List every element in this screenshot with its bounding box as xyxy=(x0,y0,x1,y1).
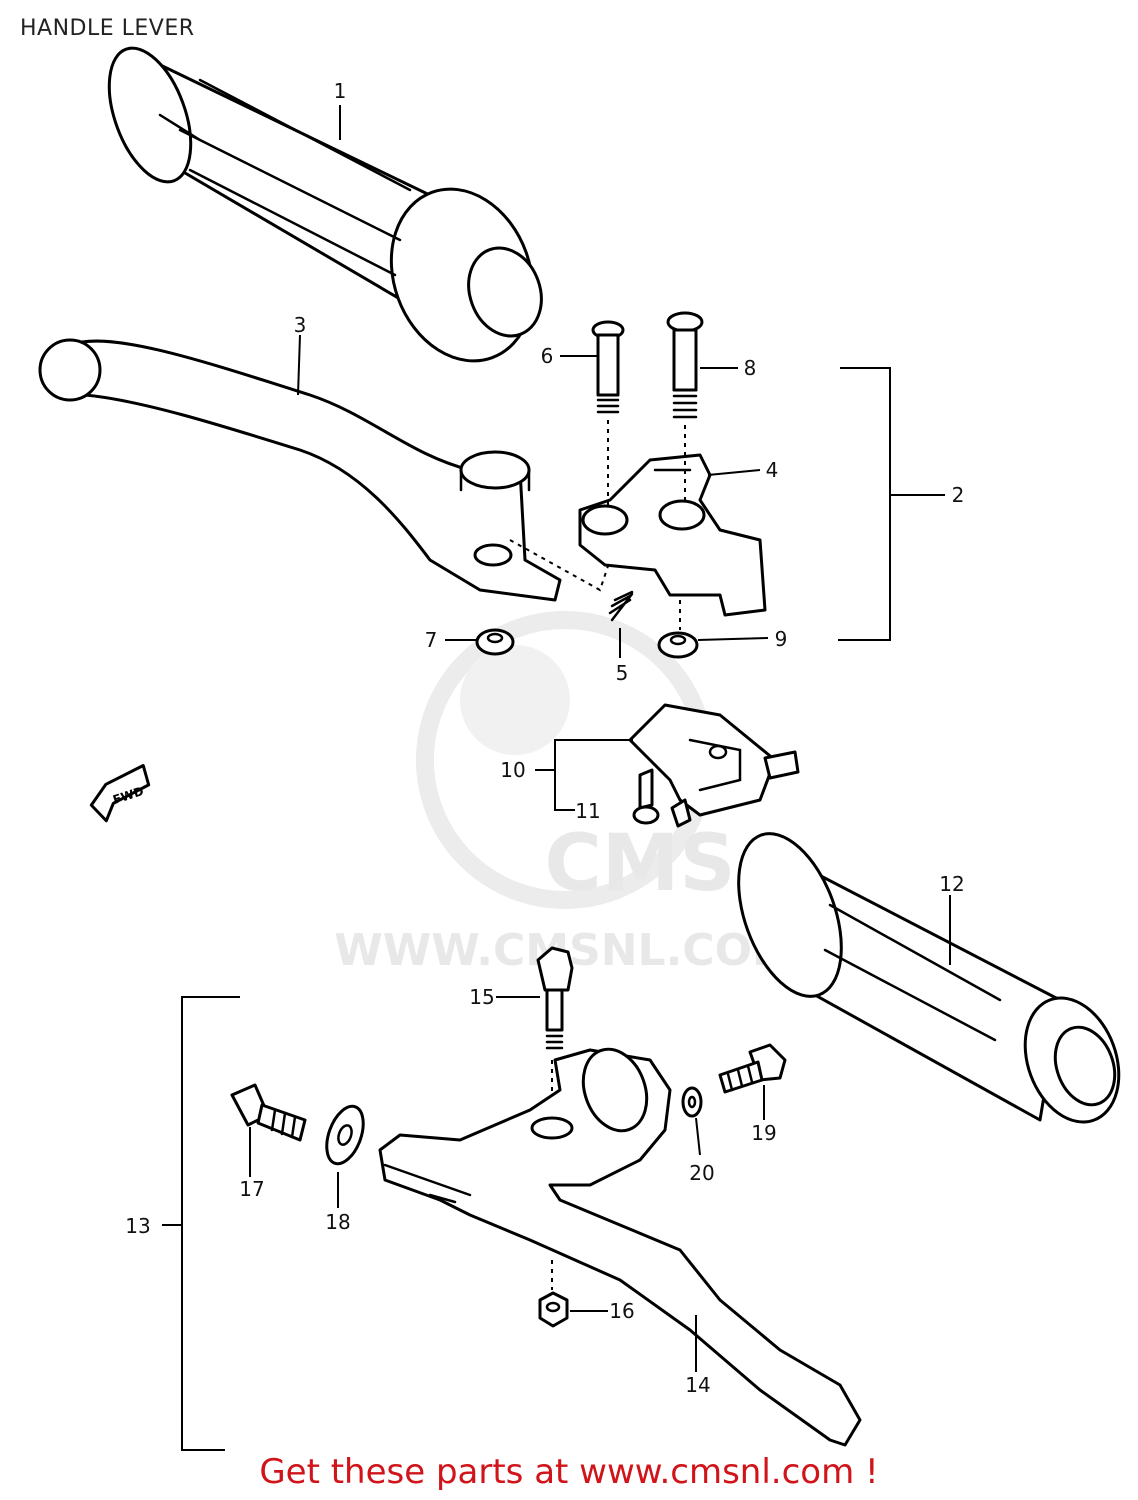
front-lever xyxy=(38,338,562,602)
callout-9: 9 xyxy=(775,627,788,651)
callout-15: 15 xyxy=(469,985,494,1009)
callout-7: 7 xyxy=(425,628,438,652)
callout-20: 20 xyxy=(689,1161,714,1185)
callout-5: 5 xyxy=(616,661,629,685)
nut-7 xyxy=(475,628,515,656)
watermark-brand: CMS xyxy=(544,819,735,909)
bolt-15 xyxy=(536,946,574,1050)
callout-17: 17 xyxy=(239,1177,264,1201)
callout-numbers: 1 2 3 4 5 6 7 8 9 10 11 12 13 14 15 16 1… xyxy=(125,79,964,1397)
nut-16 xyxy=(538,1291,569,1328)
callout-11: 11 xyxy=(575,799,600,823)
callout-4: 4 xyxy=(766,458,779,482)
callout-2: 2 xyxy=(952,483,965,507)
adjuster-17 xyxy=(230,1083,307,1142)
callout-8: 8 xyxy=(744,356,757,380)
locknut-18 xyxy=(325,1104,365,1166)
watermark: CMS WWW.CMSNL.COM xyxy=(334,611,796,976)
screw-11 xyxy=(632,768,660,825)
callout-6: 6 xyxy=(541,344,554,368)
lever-bracket xyxy=(578,453,767,617)
page-title: HANDLE LEVER xyxy=(20,16,195,41)
callout-10: 10 xyxy=(500,758,525,782)
callout-19: 19 xyxy=(751,1121,776,1145)
callout-16: 16 xyxy=(609,1299,634,1323)
leader-lines xyxy=(162,105,951,1451)
grip-lower xyxy=(737,832,1121,1124)
spring xyxy=(608,590,634,622)
nut-9 xyxy=(657,631,699,659)
callout-12: 12 xyxy=(939,872,964,896)
bolt-19 xyxy=(718,1043,787,1094)
bolt-6 xyxy=(591,320,625,414)
callout-1: 1 xyxy=(334,79,347,103)
forward-arrow-icon: FWD xyxy=(89,764,151,823)
washer-20 xyxy=(681,1086,703,1118)
callout-13: 13 xyxy=(125,1214,150,1238)
bolt-8 xyxy=(666,311,704,419)
brake-switch xyxy=(628,703,800,828)
callout-18: 18 xyxy=(325,1210,350,1234)
callout-3: 3 xyxy=(294,313,307,337)
callout-14: 14 xyxy=(685,1373,710,1397)
clutch-lever xyxy=(378,1047,862,1447)
footer-link[interactable]: Get these parts at www.cmsnl.com ! xyxy=(259,1452,879,1492)
grip-upper xyxy=(107,46,543,363)
